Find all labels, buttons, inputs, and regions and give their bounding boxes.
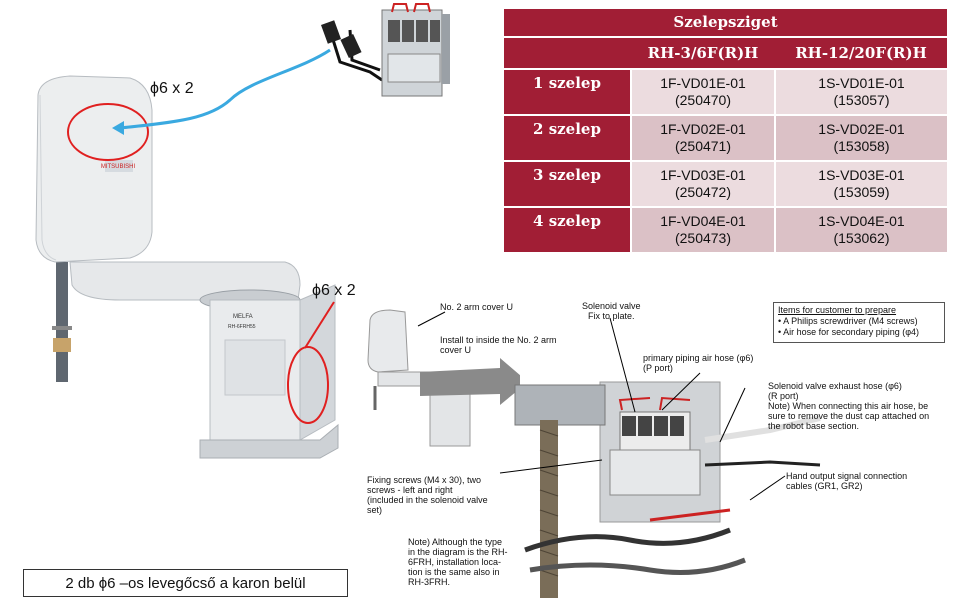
exhaust-hose-label: Solenoid valve exhaust hose (φ6) (R port… <box>768 381 930 431</box>
table-title: Szelepsziget <box>504 9 947 38</box>
table-cell: 1F-VD02E-01(250471) <box>630 115 775 162</box>
row-label: 3 szelep <box>504 161 631 208</box>
table-header-empty <box>504 37 631 70</box>
table-row: 1 szelep 1F-VD01E-01(250470) 1S-VD01E-01… <box>504 69 947 116</box>
table-cell: 1F-VD01E-01(250470) <box>630 69 775 116</box>
caption-box: 2 db ϕ6 –os levegőcső a karon belül <box>23 569 348 597</box>
table-cell: 1F-VD03E-01(250472) <box>630 161 775 208</box>
table-row: 2 szelep 1F-VD02E-01(250471) 1S-VD02E-01… <box>504 115 947 162</box>
scara-robot-illustration: MITSUBISHI MELFA RH-6FRH55 <box>35 48 339 459</box>
installation-diagram <box>367 309 821 598</box>
phi-label-side: ϕ6 x 2 <box>312 282 356 299</box>
row-label: 2 szelep <box>504 115 631 162</box>
table-cell: 1S-VD04E-01(153062) <box>774 207 947 254</box>
phi-label-top: ϕ6 x 2 <box>150 80 194 97</box>
primary-hose-label: primary piping air hose (φ6)(P port) <box>643 353 754 373</box>
table-row: 3 szelep 1F-VD03E-01(250472) 1S-VD03E-01… <box>504 161 947 208</box>
robot-brand-label: MELFA <box>233 314 253 320</box>
type-note-label: Note) Although the type in the diagram i… <box>408 537 508 587</box>
fixing-screws-label: Fixing screws (M4 x 30), two screws - le… <box>367 475 488 515</box>
valve-island-table: Szelepsziget RH-3/6F(R)H RH-12/20F(R)H 1… <box>504 9 947 254</box>
table-cell: 1S-VD03E-01(153059) <box>774 161 947 208</box>
table-cell: 1S-VD02E-01(153058) <box>774 115 947 162</box>
valve-island-photo <box>321 3 450 97</box>
table-cell: 1F-VD04E-01(250473) <box>630 207 775 254</box>
table-cell: 1S-VD01E-01(153057) <box>774 69 947 116</box>
row-label: 1 szelep <box>504 69 631 116</box>
robot-model-label: RH-6FRH55 <box>228 324 256 330</box>
side-callout-ellipse <box>287 346 329 424</box>
items-to-prepare-box: Items for customer to prepare • A Philip… <box>773 302 945 343</box>
table-header-rh3: RH-3/6F(R)H <box>631 37 775 70</box>
row-label: 4 szelep <box>504 207 631 254</box>
svg-text:MITSUBISHI: MITSUBISHI <box>101 164 136 170</box>
table-header-rh12: RH-12/20F(R)H <box>775 37 947 70</box>
table-row: 4 szelep 1F-VD04E-01(250473) 1S-VD04E-01… <box>504 207 947 254</box>
top-callout-ellipse <box>67 103 149 161</box>
arm-cover-label: No. 2 arm cover U <box>440 302 514 312</box>
